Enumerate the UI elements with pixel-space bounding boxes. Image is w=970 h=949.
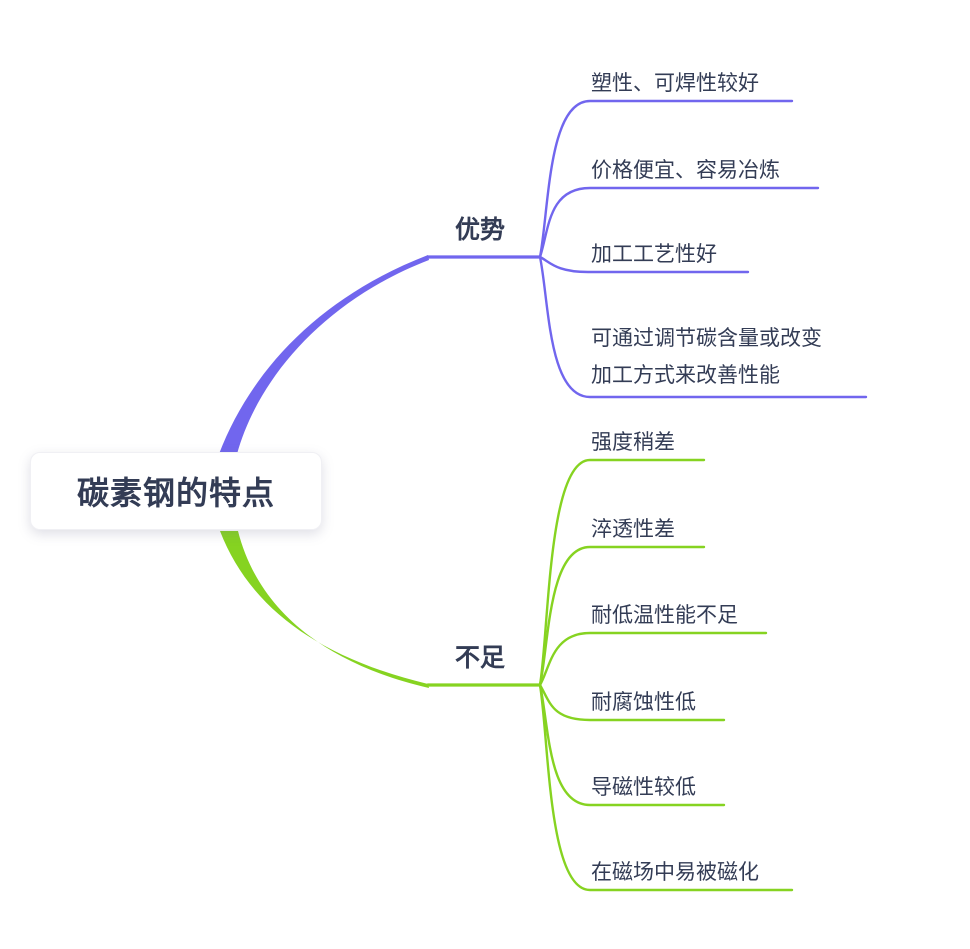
branch-curve-disadvantages: [220, 531, 429, 688]
branch-node-disadvantages[interactable]: 不足: [454, 644, 505, 672]
leaf-node-disadvantage-4[interactable]: 耐腐蚀性低: [591, 691, 696, 714]
connector-disadvantage-4: [538, 683, 726, 722]
connector-advantage-1: [538, 99, 794, 259]
connector-advantage-4: [538, 255, 868, 399]
root-node-label: 碳素钢的特点: [76, 475, 275, 511]
connector-disadvantage-2: [538, 545, 706, 687]
connector-disadvantage-3: [538, 631, 768, 687]
leaf-node-advantage-4[interactable]: 可通过调节碳含量或改变 加工方式来改善性能: [591, 327, 822, 387]
leaf-node-advantage-1[interactable]: 塑性、可焊性较好: [591, 72, 759, 95]
branch-node-advantages[interactable]: 优势: [454, 216, 505, 244]
connector-disadvantage-6: [538, 683, 794, 892]
branch-curve-advantages: [219, 255, 429, 454]
connector-disadvantage-1: [538, 458, 706, 687]
connector-advantage-2: [538, 186, 820, 259]
connector-advantage-3: [538, 255, 750, 274]
leaf-node-disadvantage-2[interactable]: 淬透性差: [591, 518, 675, 541]
root-node[interactable]: 碳素钢的特点: [30, 452, 322, 530]
leaf-node-disadvantage-6[interactable]: 在磁场中易被磁化: [591, 861, 759, 884]
leaf-node-advantage-2[interactable]: 价格便宜、容易冶炼: [591, 159, 780, 182]
leaf-node-disadvantage-5[interactable]: 导磁性较低: [591, 776, 696, 799]
leaf-node-advantage-3[interactable]: 加工工艺性好: [591, 243, 717, 266]
leaf-node-disadvantage-3[interactable]: 耐低温性能不足: [591, 604, 738, 627]
leaf-node-disadvantage-1[interactable]: 强度稍差: [591, 431, 675, 454]
